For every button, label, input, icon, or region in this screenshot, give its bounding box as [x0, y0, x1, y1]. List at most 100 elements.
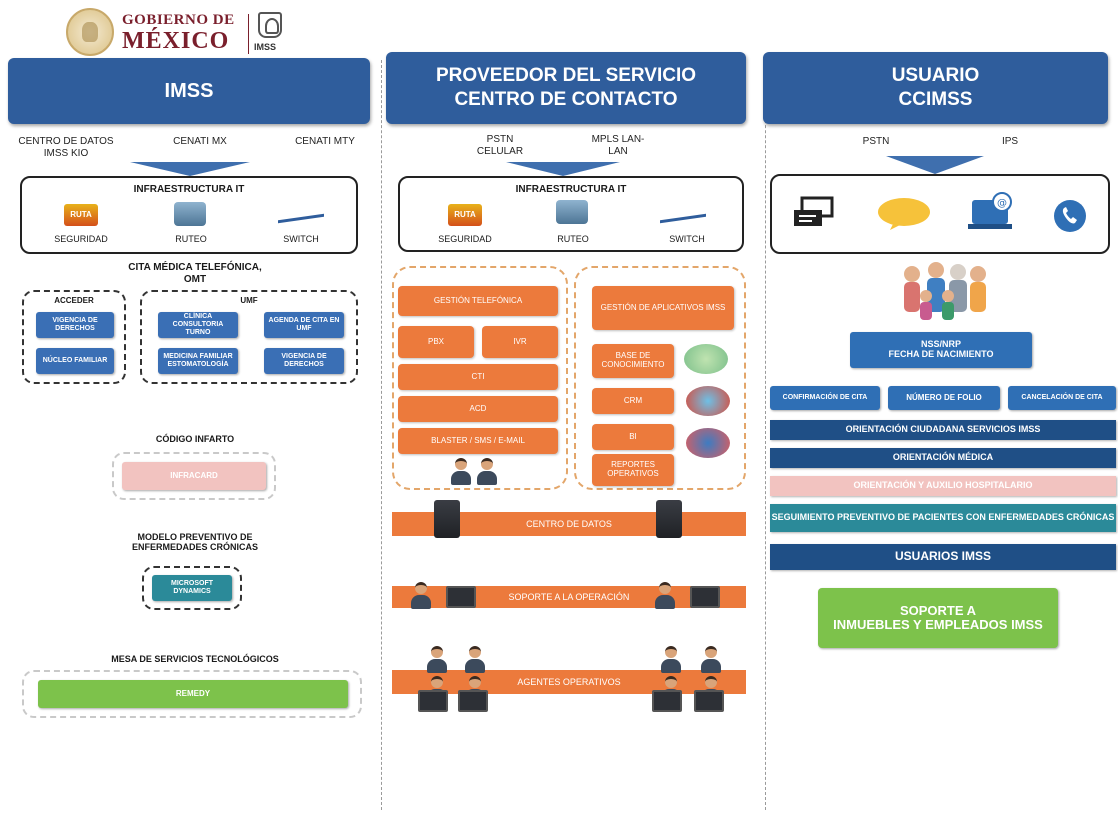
agent-person-icon	[700, 646, 722, 676]
support-person-icon	[410, 582, 432, 612]
monitor-icon	[694, 690, 724, 712]
clinica-consultoria-box: CLÍNICA CONSULTORIA TURNO	[158, 312, 238, 338]
infracard-group: INFRACARD	[112, 452, 276, 500]
site-cenati-mty: CENATI MTY	[295, 136, 355, 147]
switch-label: SWITCH	[283, 234, 319, 244]
soporte-line2: INMUEBLES Y EMPLEADOS IMSS	[833, 617, 1043, 632]
header-proveedor-line2: CENTRO DE CONTACTO	[454, 89, 678, 110]
switch-icon-2	[660, 202, 706, 224]
blaster-sms-email-box: BLASTER / SMS / E-MAIL	[398, 428, 558, 454]
nucleo-familiar-box: NÚCLEO FAMILIAR	[36, 348, 114, 374]
column-separator-1	[381, 60, 382, 810]
channels-box: @	[770, 174, 1110, 254]
cita-medica-title: CITA MÉDICA TELEFÓNICA, OMT	[128, 262, 262, 285]
gestion-aplicativos-group: GESTIÓN DE APLICATIVOS IMSS BASE DE CONO…	[574, 266, 746, 490]
gestion-telefonica-group: GESTIÓN TELEFÓNICA PBX IVR CTI ACD BLAST…	[392, 266, 568, 490]
pbx-box: PBX	[398, 326, 474, 358]
medicina-familiar-box: MEDICINA FAMILIAR ESTOMATOLOGÍA	[158, 348, 238, 374]
family-icon	[904, 262, 986, 320]
cti-box: CTI	[398, 364, 558, 390]
base-conocimiento-box: BASE DE CONOCIMIENTO	[592, 344, 674, 378]
agent-person-icon	[464, 646, 486, 676]
site-pstn-celular: PSTN CELULAR	[476, 134, 524, 157]
seguridad-label-2: SEGURIDAD	[438, 234, 492, 244]
acd-box: ACD	[398, 396, 558, 422]
channel-ips: IPS	[1001, 136, 1019, 147]
reportes-operativos-box: REPORTES OPERATIVOS	[592, 454, 674, 486]
agent-person-icon	[660, 646, 682, 676]
monitor-icon	[652, 690, 682, 712]
support-person-icon	[654, 582, 676, 612]
numero-folio-button: NÚMERO DE FOLIO	[888, 386, 1000, 410]
header-usuario: USUARIO CCIMSS	[763, 52, 1108, 124]
vigencia-derechos-umf-box: VIGENCIA DE DERECHOS	[264, 348, 344, 374]
down-arrow-icon-3	[886, 156, 984, 174]
codigo-infarto-title: CÓDIGO INFARTO	[155, 434, 235, 444]
switch-icon	[278, 202, 324, 224]
agent-person-icon	[476, 458, 498, 488]
server-icon	[656, 500, 682, 538]
infracard-box: INFRACARD	[122, 462, 266, 490]
column-separator-2	[765, 60, 766, 810]
logo-gobierno-text: GOBIERNO DE	[122, 12, 235, 28]
nss-line1: NSS/NRP	[920, 339, 961, 350]
agent-person-icon	[426, 646, 448, 676]
header-proveedor: PROVEEDOR DEL SERVICIO CENTRO DE CONTACT…	[386, 52, 746, 124]
bi-box: BI	[592, 424, 674, 450]
orientacion-ciudadana-bar: ORIENTACIÓN CIUDADANA SERVICIOS IMSS	[770, 420, 1116, 440]
site-mpls: MPLS LAN-LAN	[591, 134, 645, 157]
site-cenati-mx: CENATI MX	[173, 136, 227, 147]
usuarios-imss-bar: USUARIOS IMSS	[770, 544, 1116, 570]
logo-mexico-text: MÉXICO	[122, 28, 230, 54]
soporte-inmuebles-box: SOPORTE A INMUEBLES Y EMPLEADOS IMSS	[818, 588, 1058, 648]
soporte-line1: SOPORTE A	[899, 602, 977, 618]
logo-imss-text: IMSS	[254, 42, 277, 52]
header-usuario-line1: USUARIO	[891, 65, 980, 87]
agentes-operativos-band: AGENTES OPERATIVOS	[392, 670, 746, 694]
gestion-aplicativos-title: GESTIÓN DE APLICATIVOS IMSS	[592, 286, 734, 330]
switch-label-2: SWITCH	[669, 234, 705, 244]
down-arrow-icon-2	[506, 162, 620, 176]
acceder-title: ACCEDER	[54, 296, 94, 305]
remedy-group: REMEDY	[22, 670, 362, 718]
agent-person-icon	[450, 458, 472, 488]
confirmacion-cita-button: CONFIRMACIÓN DE CITA	[770, 386, 880, 410]
channel-pstn: PSTN	[862, 136, 890, 147]
microsoft-dynamics-box: MICROSOFT DYNAMICS	[152, 575, 232, 601]
mesa-servicios-title: MESA DE SERVICIOS TECNOLÓGICOS	[111, 654, 279, 664]
monitor-icon	[690, 586, 720, 608]
cancelacion-cita-button: CANCELACIÓN DE CITA	[1008, 386, 1116, 410]
ruta-security-icon-2: RUTA	[448, 204, 482, 226]
remedy-box: REMEDY	[38, 680, 348, 708]
infra-it-title: INFRAESTRUCTURA IT	[133, 184, 245, 195]
monitor-icon	[418, 690, 448, 712]
chat-icon	[794, 196, 834, 226]
microsoft-dynamics-group: MICROSOFT DYNAMICS	[142, 566, 242, 610]
phone-icon	[1054, 200, 1086, 232]
vigencia-derechos-box: VIGENCIA DE DERECHOS	[36, 312, 114, 338]
orientacion-medica-bar: ORIENTACIÓN MÉDICA	[770, 448, 1116, 468]
email-laptop-icon: @	[968, 192, 1012, 229]
knowledge-base-icon	[684, 344, 728, 374]
bi-icon	[686, 428, 730, 458]
ruta-security-icon: RUTA	[64, 204, 98, 226]
header-imss: IMSS	[8, 58, 370, 124]
national-seal-icon	[66, 8, 114, 56]
ruteo-label: RUTEO	[175, 234, 207, 244]
router-icon	[174, 202, 206, 226]
monitor-icon	[458, 690, 488, 712]
crm-box: CRM	[592, 388, 674, 414]
imss-eagle-icon	[258, 12, 282, 38]
seguimiento-preventivo-bar: SEGUIMIENTO PREVENTIVO DE PACIENTES CON …	[770, 504, 1116, 532]
modelo-preventivo-title: MODELO PREVENTIVO DE ENFERMEDADES CRÓNIC…	[131, 532, 258, 553]
infra-it-title-2: INFRAESTRUCTURA IT	[515, 184, 627, 195]
gestion-telefonica-title: GESTIÓN TELEFÓNICA	[398, 286, 558, 316]
logo-divider	[248, 14, 249, 54]
infra-it-box-imss: INFRAESTRUCTURA IT RUTA SEGURIDAD RUTEO …	[20, 176, 358, 254]
orientacion-auxilio-bar: ORIENTACIÓN Y AUXILIO HOSPITALARIO	[770, 476, 1116, 496]
infra-it-box-proveedor: INFRAESTRUCTURA IT RUTA SEGURIDAD RUTEO …	[398, 176, 744, 252]
ivr-box: IVR	[482, 326, 558, 358]
acceder-group: ACCEDER VIGENCIA DE DERECHOS NÚCLEO FAMI…	[22, 290, 126, 384]
header-imss-title: IMSS	[164, 79, 214, 102]
server-icon	[434, 500, 460, 538]
